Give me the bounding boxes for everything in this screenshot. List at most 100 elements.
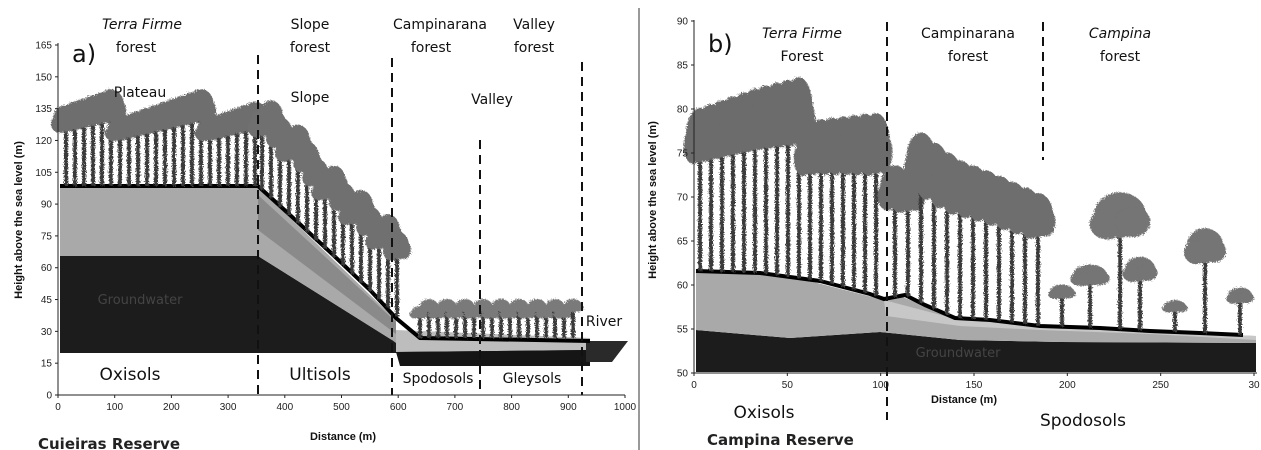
panel-b-header-campina-forest: forest bbox=[1100, 49, 1141, 65]
panel-a-header-slope-forest: forest bbox=[290, 40, 331, 56]
panel-b-header-campinarana-forest: forest bbox=[948, 49, 989, 65]
panel-b-x-tick-label: 0 bbox=[691, 380, 697, 391]
panel-a-header-campinarana: Campinarana bbox=[393, 17, 487, 33]
panel-b-y-tick-label: 90 bbox=[677, 17, 689, 28]
panel-a-zone-plateau: Plateau bbox=[114, 85, 166, 101]
panel-a-river bbox=[586, 341, 628, 362]
panel-a-header-valley: Valley bbox=[513, 17, 555, 33]
panel-b-layers bbox=[695, 269, 1256, 372]
panel-a-axes: 0 15 30 45 60 75 90 105 120 135 150 165 0 100 200 300 4… bbox=[13, 41, 637, 444]
panel-a-zone-slope: Slope bbox=[291, 90, 330, 106]
panel-a-y-tick-label: 75 bbox=[41, 231, 53, 242]
panel-a-y-tick-label: 135 bbox=[35, 104, 52, 115]
panel-b-header-terra-firme: Terra Firme bbox=[762, 26, 842, 42]
panel-a-soil-slope-mid bbox=[258, 195, 396, 334]
panel-a-y-tick-label: 45 bbox=[41, 295, 53, 306]
panel-b-x-tick-label: 150 bbox=[966, 380, 983, 391]
panel-a-plateau-tree bbox=[185, 89, 217, 186]
panel-a-x-tick-label: 0 bbox=[55, 402, 61, 413]
panel-a-groundwater bbox=[60, 256, 590, 353]
panel-b-soil-oxisols: Oxisols bbox=[733, 403, 794, 423]
panel-b-soil-spodosols: Spodosols bbox=[1040, 411, 1126, 431]
panel-b-campina-tree bbox=[1122, 256, 1158, 331]
panel-a-header-slope: Slope bbox=[291, 17, 330, 33]
panel-a-y-tick-label: 150 bbox=[35, 72, 52, 83]
panel-b-y-tick-label: 80 bbox=[677, 105, 689, 116]
panel-a-y-tick-label: 120 bbox=[35, 136, 52, 147]
panel-b-y-tick-label: 75 bbox=[677, 149, 689, 160]
panel-a-label: a) bbox=[72, 40, 96, 68]
panel-a-y-tick-label: 60 bbox=[41, 263, 53, 274]
panel-a-x-tick-label: 500 bbox=[333, 402, 350, 413]
panel-a-x-tick-label: 400 bbox=[276, 402, 293, 413]
panel-b-groundwater-label: Groundwater bbox=[916, 346, 1002, 361]
panel-b-campina-tree bbox=[1048, 284, 1076, 327]
panel-a-spodosol-band bbox=[396, 350, 590, 366]
panel-b-x-axis-title: Distance (m) bbox=[931, 394, 997, 406]
panel-b-campinarana-tree bbox=[1020, 193, 1056, 326]
panel-a-x-axis-title: Distance (m) bbox=[310, 431, 376, 443]
panel-a-x-tick-label: 800 bbox=[503, 402, 520, 413]
panel-a-y-tick-label: 15 bbox=[41, 359, 53, 370]
panel-a-x-tick-label: 1000 bbox=[614, 402, 637, 413]
panel-b-dividers bbox=[886, 22, 1044, 420]
panel-a-soil-spodosols: Spodosols bbox=[403, 371, 474, 387]
panel-a-trees bbox=[50, 89, 584, 338]
panel-a-soil-ultisols: Ultisols bbox=[289, 365, 351, 385]
panel-b-header-campinarana: Campinarana bbox=[921, 26, 1015, 42]
panel-a-dividers bbox=[257, 55, 583, 395]
panel-a-soil-upper bbox=[60, 187, 396, 343]
panel-a-x-tick-label: 700 bbox=[447, 402, 464, 413]
panel-b-y-tick-label: 55 bbox=[677, 325, 689, 336]
panel-b-reserve: Campina Reserve bbox=[707, 431, 854, 449]
panel-a-groundwater-label: Groundwater bbox=[98, 293, 184, 308]
panel-a-x-tick-label: 300 bbox=[220, 402, 237, 413]
panel-a-reserve: Cuieiras Reserve bbox=[38, 435, 180, 450]
panel-a-y-axis-title: Height above the sea level (m) bbox=[13, 141, 25, 299]
panel-a-valley-tree bbox=[562, 299, 584, 338]
panel-b-x-tick-label: 30 bbox=[1248, 380, 1260, 391]
panel-b-y-tick-label: 60 bbox=[677, 281, 689, 292]
panel-b-campina-tree bbox=[1162, 300, 1188, 332]
panel-a-valley-tree bbox=[472, 299, 494, 338]
panel-b-y-tick-label: 50 bbox=[677, 369, 689, 380]
panel-a-y-tick-label: 105 bbox=[35, 168, 52, 179]
panel-a-header-terra-firme-forest: forest bbox=[116, 40, 157, 56]
panel-b-trees bbox=[683, 77, 1254, 335]
panel-a-header-terra-firme: Terra Firme bbox=[102, 17, 182, 33]
panel-b-y-tick-label: 65 bbox=[677, 237, 689, 248]
panel-a-layers bbox=[60, 184, 628, 366]
panel-a-header-valley-forest: forest bbox=[514, 40, 555, 56]
panel-a-zone-valley: Valley bbox=[471, 92, 513, 108]
panel-a-y-tick-label: 165 bbox=[35, 41, 52, 52]
panel-b-x-tick-label: 100 bbox=[872, 380, 889, 391]
panel-b-y-axis-title: Height above the sea level (m) bbox=[647, 121, 659, 279]
panel-b-y-tick-label: 85 bbox=[677, 61, 689, 72]
panel-b-campina-tree bbox=[1070, 264, 1110, 328]
panel-a-zone-river: River bbox=[586, 314, 623, 330]
panel-b-x-tick-label: 50 bbox=[782, 380, 794, 391]
panel-a-x-tick-label: 900 bbox=[560, 402, 577, 413]
panel-a-y-tick-label: 30 bbox=[41, 327, 53, 338]
panel-b-campina-tree bbox=[1089, 192, 1151, 330]
panel-a-x-tick-label: 100 bbox=[106, 402, 123, 413]
panel-b-x-tick-label: 250 bbox=[1152, 380, 1169, 391]
panel-b-y-tick-label: 70 bbox=[677, 193, 689, 204]
panel-b-x-tick-label: 200 bbox=[1059, 380, 1076, 391]
panel-a-y-tick-label: 0 bbox=[46, 391, 52, 402]
panel-a-header-campinarana-forest: forest bbox=[411, 40, 452, 56]
panel-b-header-terra-firme-forest: Forest bbox=[781, 49, 824, 65]
panel-a-x-tick-label: 200 bbox=[163, 402, 180, 413]
panel-b-label: b) bbox=[708, 30, 733, 58]
panel-a: 0 15 30 45 60 75 90 105 120 135 150 165 0 100 200 300 4… bbox=[13, 17, 637, 450]
panel-a-soil-gleysols: Gleysols bbox=[503, 371, 562, 387]
panel-b-surface-line bbox=[695, 269, 1244, 337]
panel-a-y-tick-label: 90 bbox=[41, 200, 53, 211]
panel-b-campina-tree bbox=[1226, 287, 1254, 335]
panel-b-soil-upper bbox=[696, 272, 1256, 343]
panel-a-x-tick-label: 600 bbox=[390, 402, 407, 413]
panel-b-campina-tree bbox=[1184, 227, 1226, 334]
